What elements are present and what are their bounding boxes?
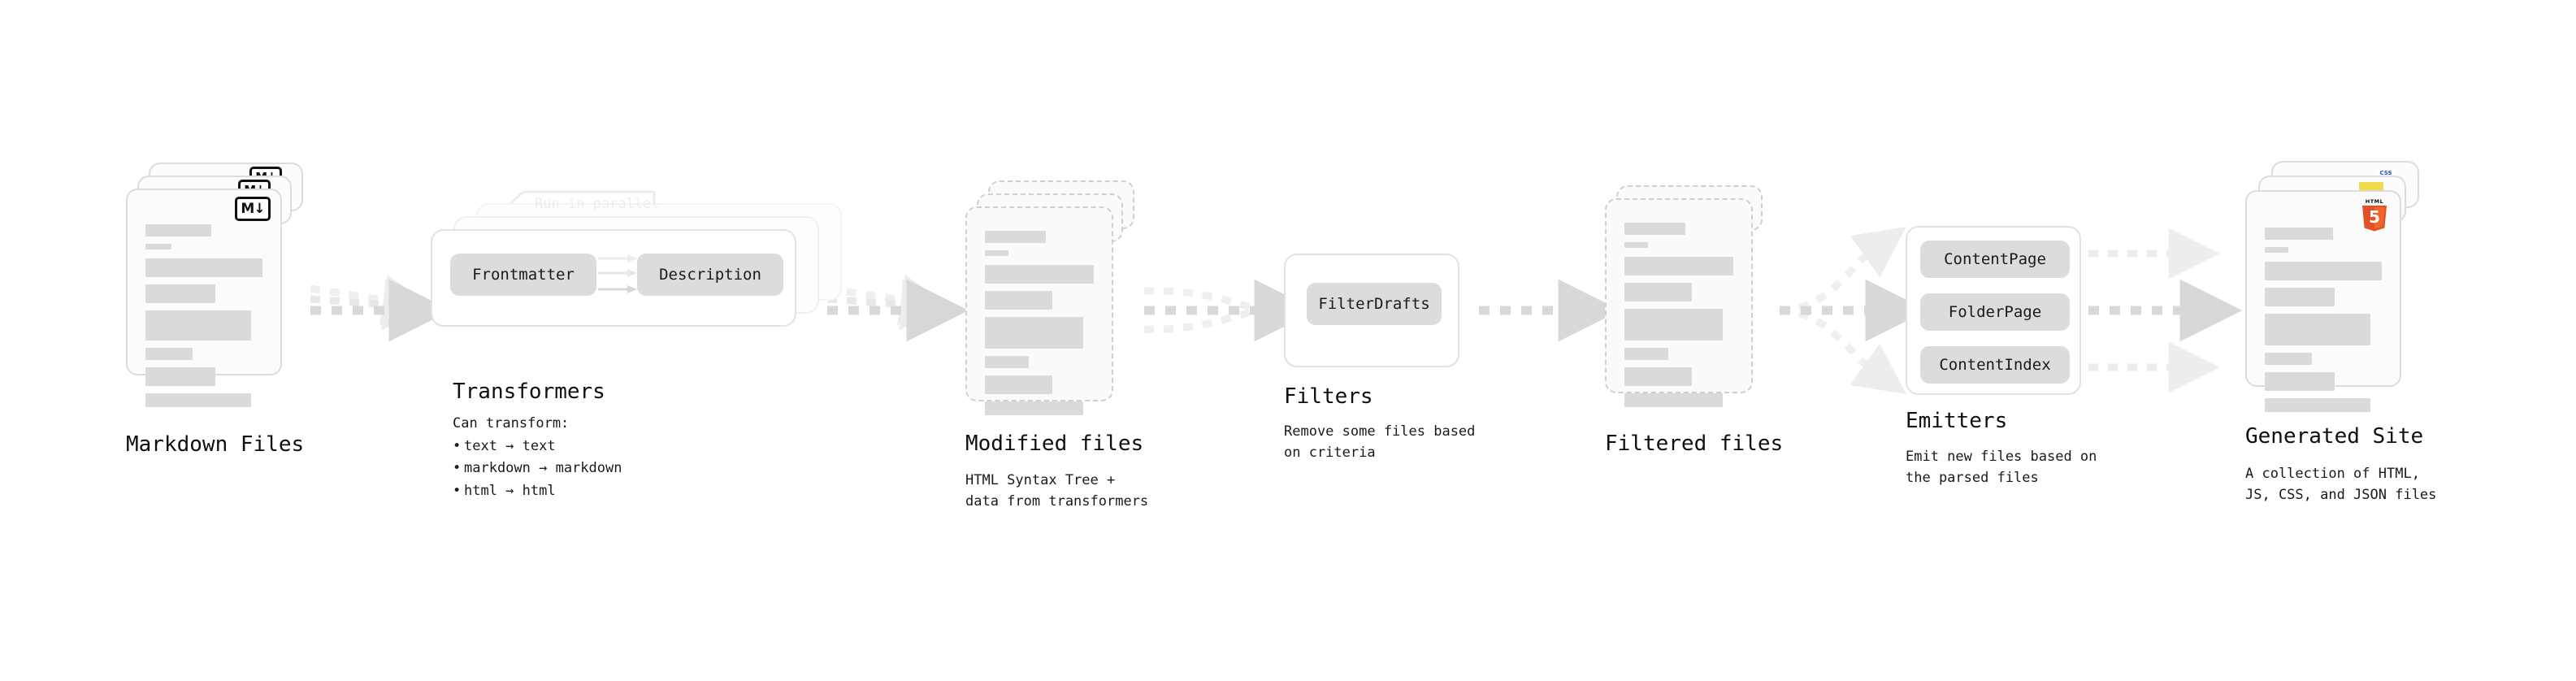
title-emitters: Emitters [1906,409,2008,433]
transformer-pill-description[interactable]: Description [637,254,783,296]
connector-emitters-to-generated [2088,228,2243,393]
stage-emitters-box[interactable]: ContentPage FolderPage ContentIndex [1906,226,2081,395]
title-modified-files: Modified files [965,432,1144,456]
desc-emitters: Emit new files based on the parsed files [1906,449,2097,487]
emitter-pill-folderpage-label: FolderPage [1948,303,2042,321]
connector-markdown-to-transformers [310,274,452,342]
connector-filtered-to-emitters [1779,226,1928,395]
filtered-card-front [1605,198,1753,407]
modified-card-front [965,206,1113,415]
transformers-bullet-1: markdown → markdown [453,458,622,480]
emitter-pill-contentindex-label: ContentIndex [1939,356,2051,374]
emitter-pill-contentpage-label: ContentPage [1944,250,2046,268]
generated-skeleton [2265,228,2382,419]
title-generated-site: Generated Site [2245,424,2424,449]
transformer-box-front[interactable]: Frontmatter Description [431,229,796,327]
transformers-bullet-0: text → text [453,436,622,458]
stage-filters-box[interactable]: FilterDrafts [1284,254,1459,367]
transformers-bullets-lead: Can transform: [453,415,570,432]
title-filtered-files: Filtered files [1605,432,1784,456]
transformers-bullet-list: text → text markdown → markdown html → h… [453,436,622,503]
svg-text:HTML: HTML [2366,198,2383,205]
title-transformers: Transformers [453,380,605,404]
run-in-parallel-label: Run in parallel [535,196,660,212]
desc-generated-site: A collection of HTML, JS, CSS, and JSON … [2245,466,2437,504]
connector-modified-to-filters [1143,279,1317,342]
title-filters: Filters [1284,384,1373,409]
desc-filters: Remove some files based on criteria [1284,423,1476,462]
filtered-skeleton [1624,223,1733,414]
generated-card-front: HTML 5 [2245,190,2401,412]
emitter-pill-folderpage[interactable]: FolderPage [1920,293,2070,331]
transformer-pill-description-label: Description [659,266,761,284]
html5-badge: HTML 5 [2362,198,2387,232]
modified-skeleton [985,231,1094,423]
transformer-pill-frontmatter-label: Frontmatter [472,266,575,284]
markdown-badge-front: M↓ [235,197,271,221]
filter-pill-filterdrafts-label: FilterDrafts [1318,295,1430,313]
svg-text:5: 5 [2369,207,2380,227]
markdown-skeleton [145,224,262,414]
markdown-card-front: M↓ [126,189,282,407]
emitter-pill-contentpage[interactable]: ContentPage [1920,241,2070,278]
transformer-pill-frontmatter[interactable]: Frontmatter [450,254,596,296]
transformers-bullets: Can transform: text → text markdown → ma… [453,413,622,502]
desc-modified-files: HTML Syntax Tree + data from transformer… [965,472,1149,510]
transformer-inner-arrows [598,254,637,293]
emitter-pill-contentindex[interactable]: ContentIndex [1920,346,2070,384]
transformers-bullet-2: html → html [453,480,622,503]
title-markdown-files: Markdown Files [126,432,305,457]
filter-pill-filterdrafts[interactable]: FilterDrafts [1307,283,1442,325]
